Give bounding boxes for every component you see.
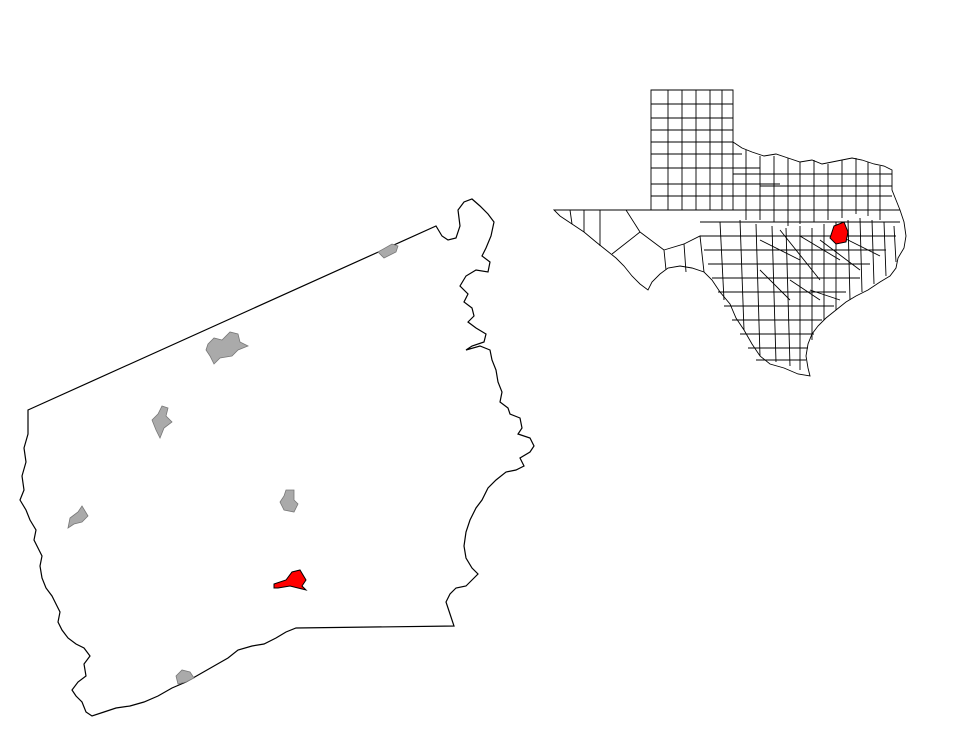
county-map <box>19 198 535 717</box>
county-lines <box>569 90 900 370</box>
place-north <box>205 331 249 365</box>
state-inset-map <box>552 89 907 377</box>
highlighted-county <box>829 221 849 245</box>
place-south <box>175 669 195 685</box>
highlighted-place <box>273 569 308 591</box>
state-outline <box>552 89 907 377</box>
county-outline <box>19 198 535 717</box>
place-southwest <box>67 505 89 529</box>
place-central <box>279 489 299 513</box>
place-west <box>151 405 173 439</box>
place-northeast <box>377 243 399 259</box>
